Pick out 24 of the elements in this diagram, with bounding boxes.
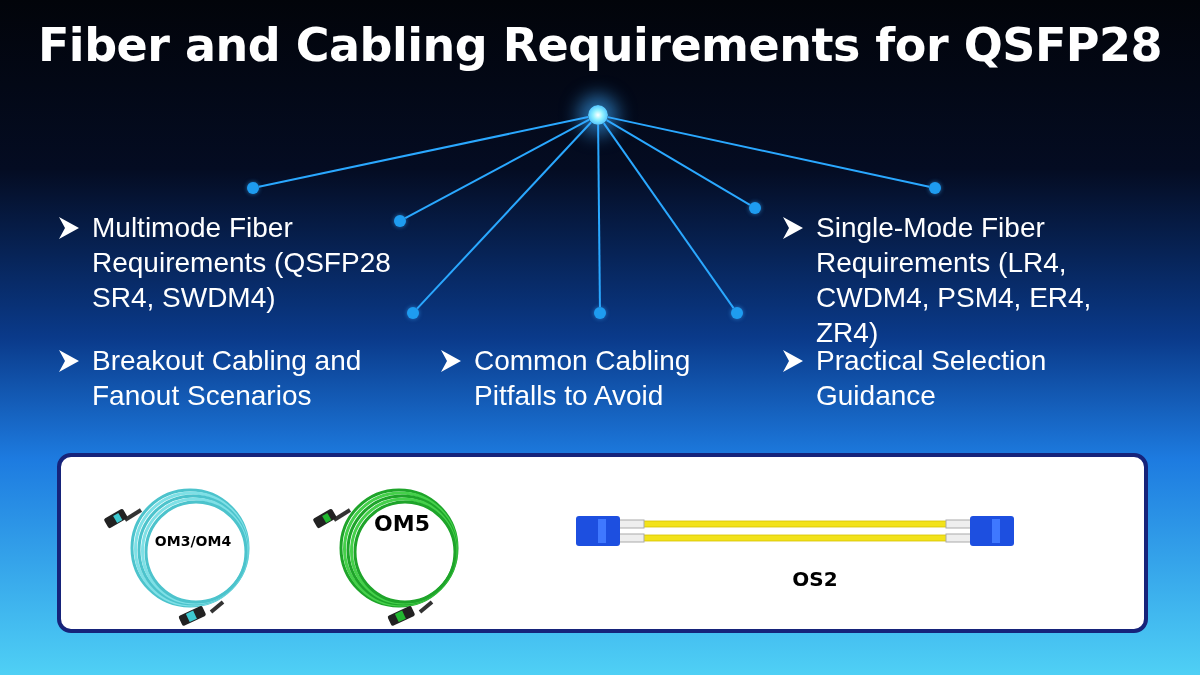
cable-panel [57, 453, 1148, 633]
glowing-hub [588, 105, 608, 125]
bullet-text: Multimode Fiber Requirements (QSFP28 SR4, SWDM4) [92, 211, 392, 315]
connector-line [404, 118, 591, 220]
endpoint-dot [247, 182, 259, 194]
connector-line [416, 121, 593, 310]
connector-line [257, 116, 590, 188]
bullet-text: Common Cabling Pitfalls to Avoid [474, 344, 692, 413]
endpoint-dot [394, 215, 406, 227]
cable-label: OM5 [373, 510, 431, 538]
title: Fiber and Cabling Requirements for QSFP28 [36, 18, 1164, 72]
endpoint-dot [929, 182, 941, 194]
bullet-text: Breakout Cabling and Fanout Scenarios [92, 344, 363, 413]
endpoint-dot [594, 307, 606, 319]
cable-label: OS2 [791, 566, 839, 593]
connector-line [597, 124, 601, 308]
endpoint-dot [407, 307, 419, 319]
connector-line [606, 116, 931, 188]
connector-line [602, 122, 735, 310]
connector-line [605, 119, 751, 206]
cable-label: OM3/OM4 [153, 532, 233, 551]
endpoint-dot [749, 202, 761, 214]
endpoint-dot [731, 307, 743, 319]
bullet-text: Single-Mode Fiber Requirements (LR4, CWDM4, PSM4, ER4, ZR4) [816, 211, 1093, 350]
